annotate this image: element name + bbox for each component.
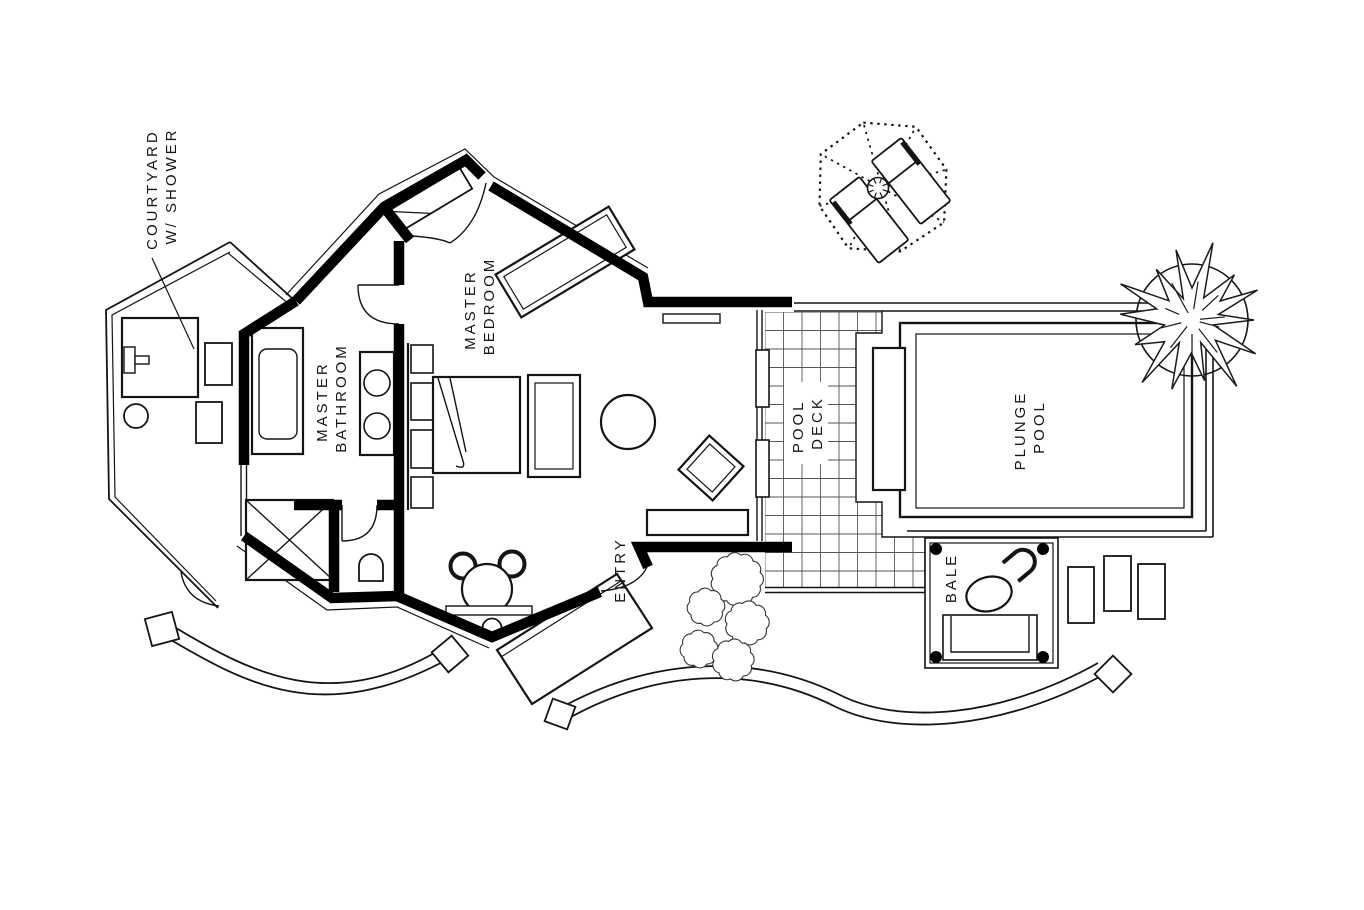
shrub-4 [679,629,719,669]
bale-platform-inner [929,542,1054,664]
shrubs [679,552,770,682]
bale-table [965,575,1013,613]
label-pool-deck: POOL DECK [784,382,828,464]
shower-fixture-arm [134,355,150,365]
bathroom-door-swing [357,284,400,325]
stepping-stone-2 [1103,555,1132,612]
bale-post-se [1037,651,1049,663]
door-swings [341,284,648,592]
label-master-bedroom: MASTER BEDROOM [462,257,498,356]
wall-shelf [662,313,721,324]
umbrella-outline [818,121,948,253]
courtyard-planter [123,403,149,429]
room-labels: COURTYARD W/ SHOWER MASTER BATHROOM MAST… [144,122,1048,604]
label-entry: ENTRY [612,537,629,603]
bed-bench-outer [526,373,582,479]
villa-walls [238,153,792,643]
tree-fronds-star [1120,242,1258,390]
palm-tree-icon [1120,242,1258,390]
shrub-2 [686,587,726,627]
sink-1 [363,369,391,397]
pool-deck-step-edge [855,311,900,538]
label-pool-deck-backing [784,382,828,464]
bale-daybed-inner [950,616,1030,653]
courtyard-label-leader [151,257,195,350]
sliding-door-panel-1 [755,349,770,408]
writing-desk [445,605,533,616]
bed-sheet-fold [437,377,467,468]
sliding-door-panel-2 [755,439,770,498]
south-path-end-pad [1093,654,1133,694]
bathtub-basin [258,348,298,440]
sun-lounger-1 [871,137,951,225]
courtyard-fence-right-inner [227,252,291,306]
wall-west [238,296,299,465]
sink-2 [363,412,391,440]
wardrobe-door-leaf-1 [411,235,451,244]
entry-porch-step [500,580,622,658]
west-path-edge-2 [170,639,449,696]
bale-fan-chair [1001,547,1037,583]
round-table [599,393,657,451]
south-path-edge-1 [565,662,1099,714]
headboard-cushion-1 [410,344,434,374]
bale-post-ne [1037,543,1049,555]
wall-bay-jamb [379,203,415,244]
indoor-shower-x2 [245,499,334,581]
toilet-icon [358,553,384,582]
label-master-bathroom: MASTER BATHROOM [314,343,350,453]
courtyard-fence-inner [111,251,231,602]
courtyard-gate-swing [180,571,220,607]
headboard-cushion-3 [410,429,434,469]
plunge-pool-waterline [915,333,1185,509]
svg-text:POOL DECK: POOL DECK [790,393,826,453]
sun-lounger-2 [829,176,909,264]
lounge-chair [676,433,746,503]
stepping-stones [1067,555,1166,624]
headboard-cushion-4 [410,476,434,509]
wall-entry-east [630,541,792,570]
garden-paths [143,610,1133,731]
bale-pavilion [924,537,1059,669]
south-path-edge-2 [570,674,1104,726]
bed [431,375,522,475]
lounger-side-table [866,176,890,200]
wardrobe-door-leaf-2 [449,182,487,244]
label-courtyard: COURTYARD W/ SHOWER [144,122,180,250]
courtyard [105,241,295,609]
headboard-cushion-2 [410,382,434,421]
entry-door-swing [600,566,648,592]
villa-interior [236,148,770,649]
stepping-stone-1 [1067,566,1095,624]
shower-fixture-icon [123,346,136,374]
stepping-stone-3 [1137,563,1166,620]
west-path-end-pad [430,634,470,674]
shrub-5 [711,638,755,682]
west-path-edge-1 [175,627,444,685]
sun-loungers [829,137,951,264]
chaise-lounge [494,205,636,319]
shrub-3 [724,600,770,646]
roof-eave-north [285,148,649,296]
wall-north-east [488,181,792,308]
bed-bench-inner [534,382,574,470]
courtyard-fence-outer [105,241,231,609]
courtyard-bench [204,342,233,386]
media-console [645,508,750,537]
pool-tanning-ledge [871,346,907,492]
master-bedroom-furniture [386,166,750,639]
courtyard-fence-right [229,241,295,301]
west-path-start-pad [143,610,181,648]
label-plunge-pool: PLUNGE POOL [1012,384,1048,471]
courtyard-stool [195,401,223,444]
bale-daybed-outer [942,614,1038,661]
chair-arm-right [497,549,527,579]
wc-door-swing [341,504,378,542]
south-path-start-pad [543,697,577,731]
label-bale: BALE [943,553,960,603]
wall-north-west [292,153,486,305]
bale-post-nw [930,543,942,555]
bale-post-sw [930,651,942,663]
